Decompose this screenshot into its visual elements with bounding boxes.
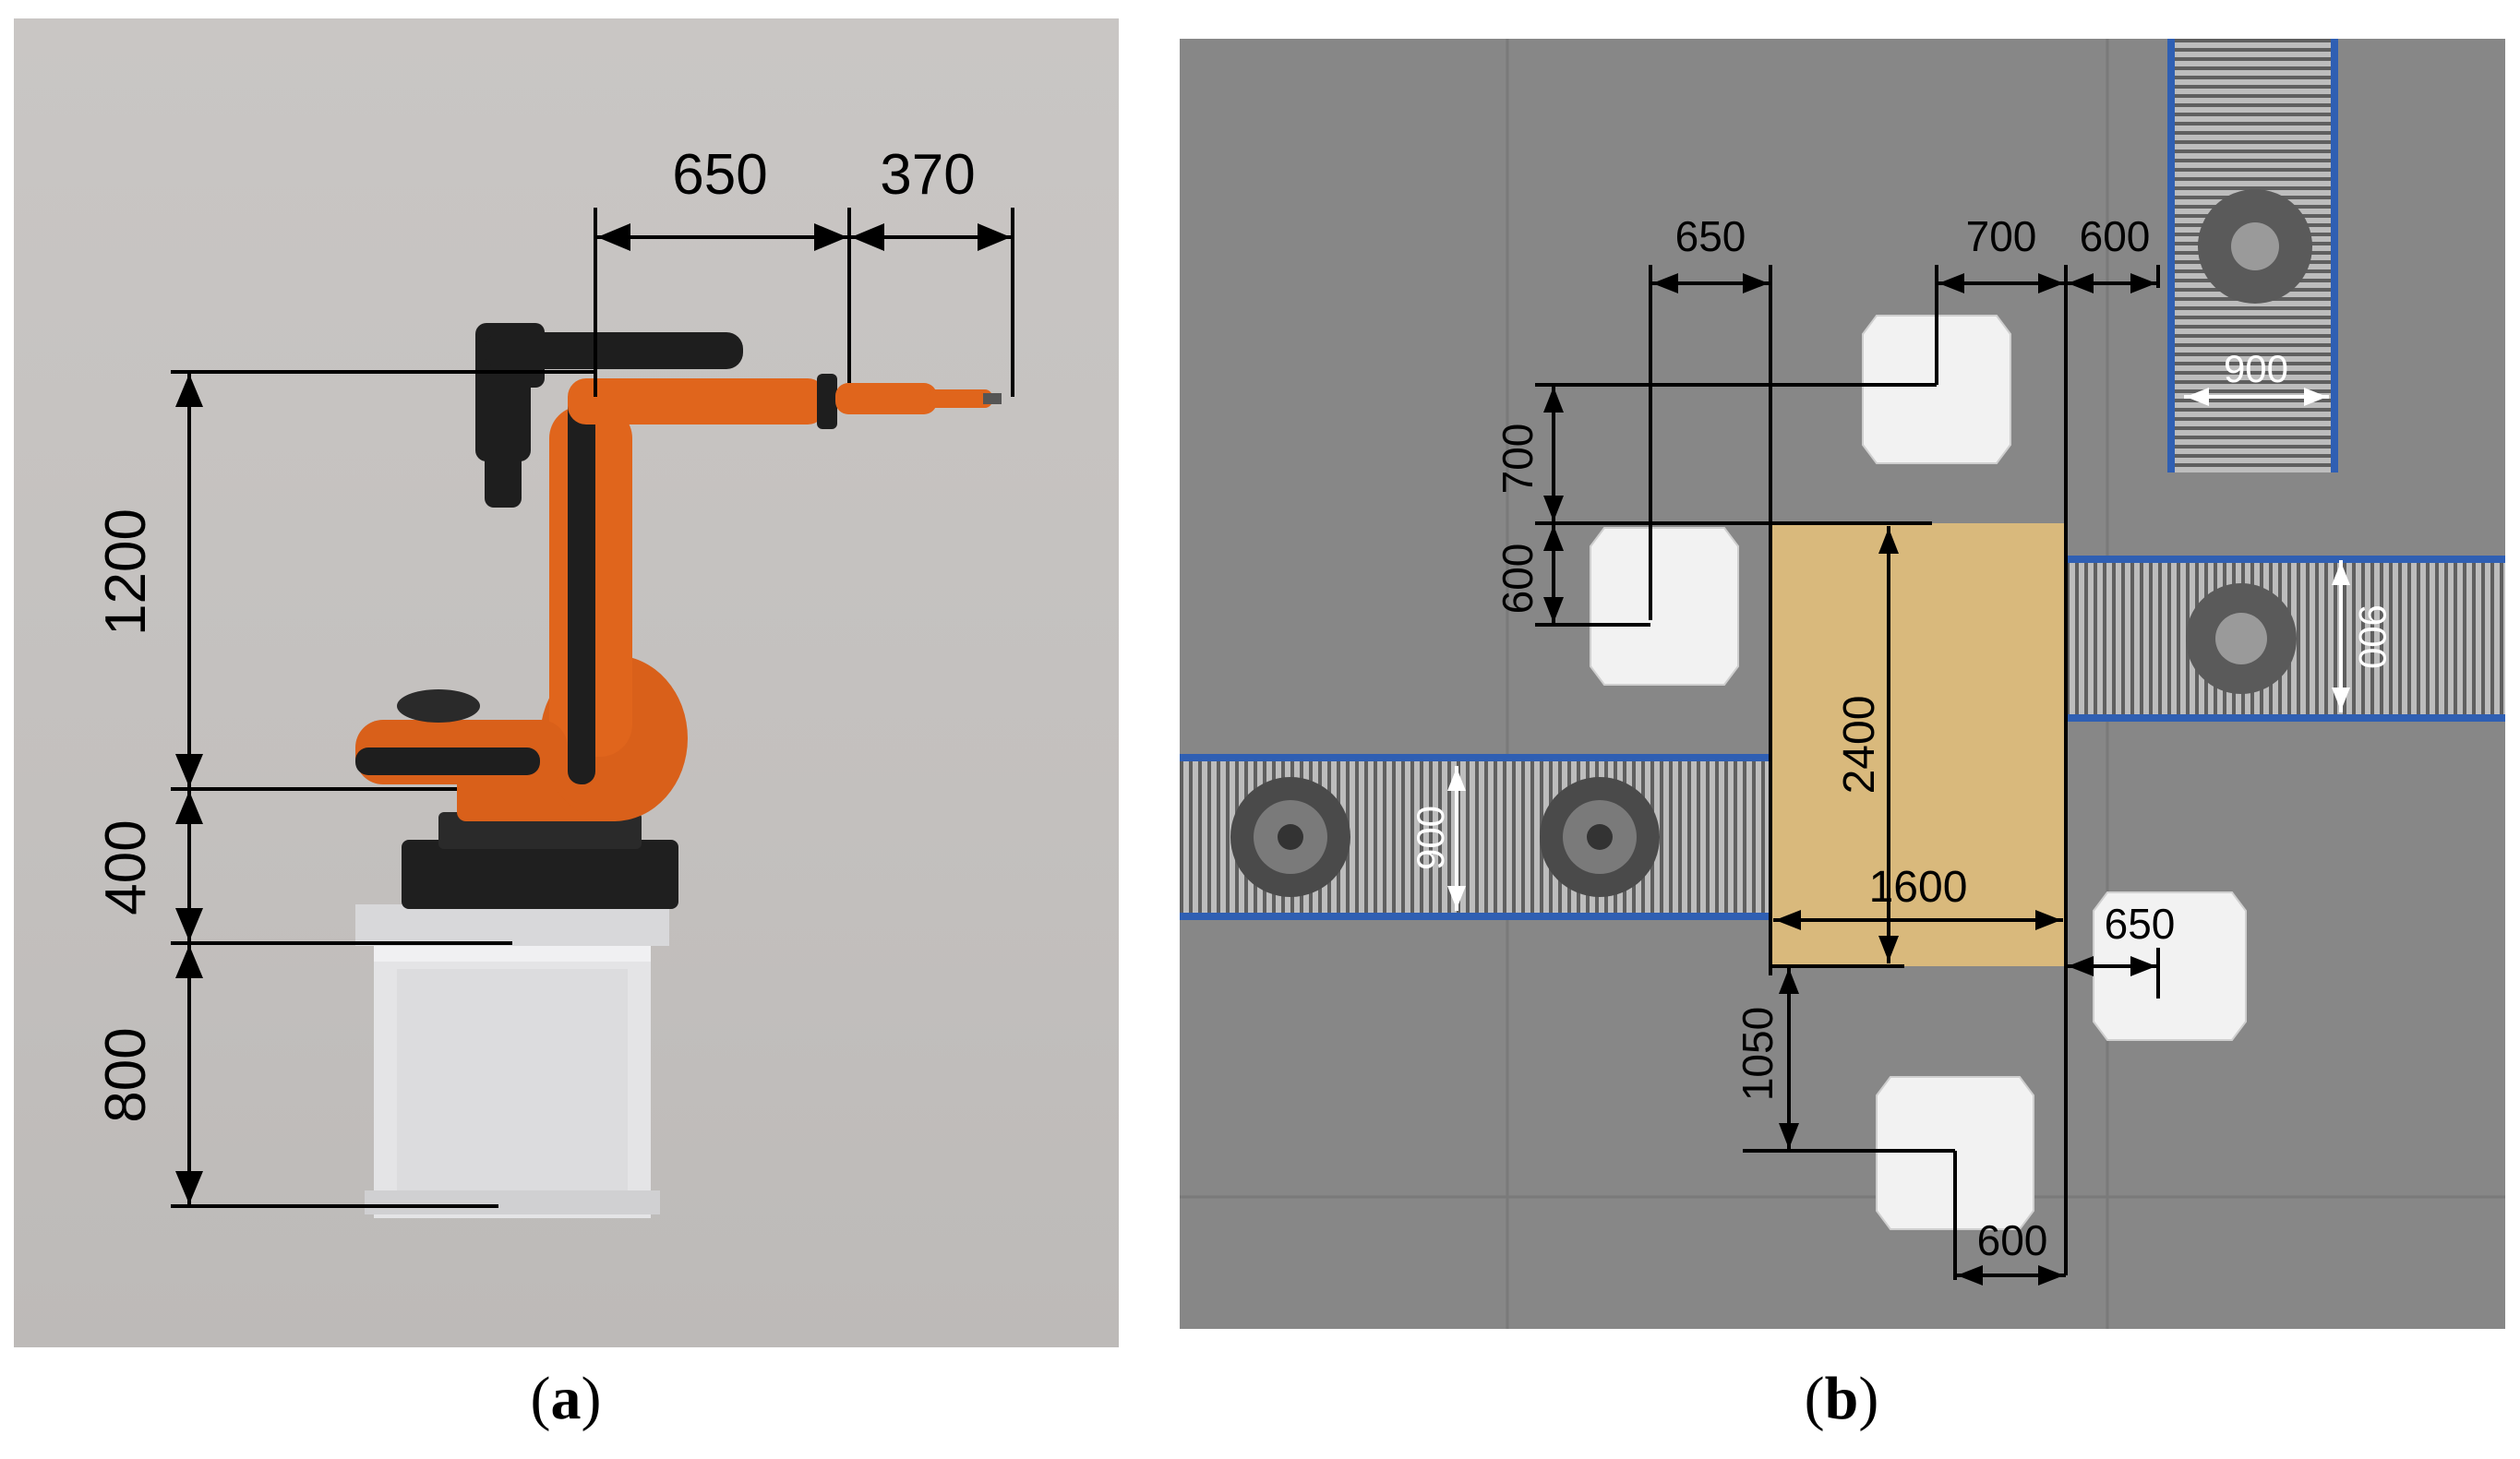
station-right: [2093, 891, 2247, 1041]
robot-side-view-drawing: 650 370 1200 400 800: [94, 143, 1014, 1218]
top-right-conveyor: [2167, 39, 2338, 472]
caption-a-letter: a: [550, 1365, 582, 1432]
dim-label-1200: 1200: [94, 508, 158, 636]
dim-label-right-650: 650: [2105, 900, 2176, 948]
dim-label-800: 800: [94, 1027, 158, 1122]
dim-label-top-right-conveyor-900: 900: [2224, 347, 2288, 390]
dim-label-right-conveyor-900: 900: [2351, 604, 2394, 669]
pallet: [1770, 523, 2066, 966]
panel-a-robot-side-view: 650 370 1200 400 800: [14, 18, 1119, 1347]
panel-b-cell-layout-top-view: 650 700 600 900 700 600 2400 1600 900 90…: [1180, 39, 2505, 1329]
dim-label-650: 650: [672, 143, 767, 207]
dim-label-top-700: 700: [1966, 212, 2037, 260]
caption-b-letter: b: [1824, 1365, 1859, 1432]
left-conveyor: [1180, 754, 1770, 920]
dimension-arrowheads-b: [1543, 273, 2156, 1286]
dim-label-pallet-1600: 1600: [1869, 863, 1968, 912]
conveyor-width-arrowheads: [1447, 388, 2350, 909]
caption-a: (a): [530, 1365, 602, 1432]
caption-b: (b): [1804, 1365, 1879, 1432]
dim-label-bottom-1050: 1050: [1734, 1007, 1782, 1101]
dim-label-370: 370: [880, 143, 975, 207]
dim-label-top-650: 650: [1675, 212, 1746, 260]
dim-label-bottom-600: 600: [1977, 1216, 2048, 1264]
station-top: [1862, 315, 2011, 464]
station-left: [1590, 527, 1739, 686]
dim-label-top-600: 600: [2080, 212, 2151, 260]
dim-label-400: 400: [94, 819, 158, 915]
robot-body: [355, 388, 688, 821]
dimension-arrowheads-a: [175, 223, 1011, 1204]
dim-label-left-700: 700: [1494, 424, 1542, 495]
dim-label-left-conveyor-900: 900: [1409, 806, 1452, 870]
cell-layout-drawing: 650 700 600 900 700 600 2400 1600 900 90…: [1180, 39, 2505, 1329]
dim-label-pallet-2400: 2400: [1835, 696, 1884, 795]
robot-pedestal: [355, 904, 669, 1218]
right-conveyor: [2066, 556, 2505, 722]
dim-label-left-600: 600: [1494, 544, 1542, 615]
